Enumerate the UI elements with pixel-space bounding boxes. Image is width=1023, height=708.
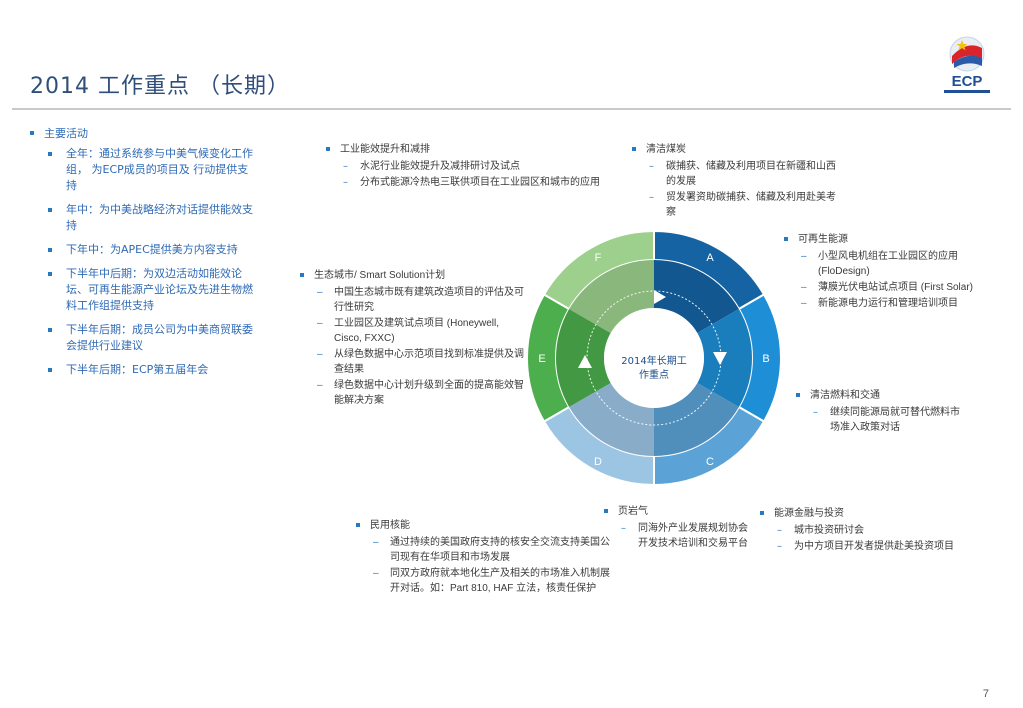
area-item: 为中方项目开发者提供赴美投资项目 [774,539,956,554]
activity-item: 全年：通过系统参与中美气候变化工作组， 为ECP成员的项目及 行动提供支持 [44,146,255,194]
area-item: 同海外产业发展规划协会开发技术培训和交易平台 [618,521,752,551]
area-item: 同双方政府就本地化生产及相关的市场准入机制展开对话。如：Part 810, HA… [370,566,610,596]
wheel-segment-label: F [595,252,602,264]
page-number: 7 [982,688,989,700]
area-item: 中国生态城市既有建筑改造项目的评估及可行性研究 [314,285,528,315]
page-title: 2014 工作重点 （长期） [30,74,290,99]
area-shale-gas: 页岩气 同海外产业发展规划协会开发技术培训和交易平台 [604,504,752,552]
wheel-inner-segment-c [654,383,739,456]
wheel-arrow-top [654,290,666,304]
area-item: 分布式能源冷热电三联供项目在工业园区和城市的应用 [340,175,616,190]
area-renewable-title: 可再生能源 [798,234,848,245]
area-finance-title: 能源金融与投资 [774,508,844,519]
title-divider [12,108,1011,110]
area-item: 从绿色数据中心示范项目找到标准提供及调查结果 [314,347,528,377]
area-nuclear: 民用核能 通过持续的美国政府支持的核安全交流支持美国公司现有在华项目和市场发展 … [356,518,610,597]
area-item: 工业园区及建筑试点项目 (Honeywell, Cisco, FXXC) [314,316,528,346]
ecp-logo: ECP [944,36,990,93]
area-industrial-title: 工业能效提升和减排 [340,144,430,155]
wheel-arrow-right [713,352,727,365]
wheel-segment-label: C [706,456,714,468]
wheel-segment-label: B [762,353,769,365]
wheel-inner-segment-d [569,383,654,456]
area-item: 薄膜光伏电站试点项目 (First Solar) [798,280,994,295]
area-finance: 能源金融与投资 城市投资研讨会 为中方项目开发者提供赴美投资项目 [760,506,956,555]
area-item: 通过持续的美国政府支持的核安全交流支持美国公司现有在华项目和市场发展 [370,535,610,565]
main-activities-list: 主要活动 全年：通过系统参与中美气候变化工作组， 为ECP成员的项目及 行动提供… [30,126,255,386]
activity-item: 下半年中后期：为双边活动如能效论坛、可再生能源产业论坛及先进生物燃料工作组提供支… [44,266,255,314]
area-item: 碳捕获、储藏及利用项目在新疆和山西的发展 [646,159,842,189]
area-item: 小型风电机组在工业园区的应用(FloDesign) [798,249,994,279]
wheel-center-label-line2: 作重点 [639,368,669,381]
area-item: 继续同能源局就可替代燃料市场准入政策对话 [810,405,968,435]
area-industrial: 工业能效提升和减排 水泥行业能效提升及减排研讨及试点 分布式能源冷热电三联供项目… [326,142,616,191]
wheel-inner-segment-f [569,260,654,333]
main-activities-heading: 主要活动 全年：通过系统参与中美气候变化工作组， 为ECP成员的项目及 行动提供… [30,126,255,378]
wheel-inner-segment-a [654,260,739,333]
area-item: 城市投资研讨会 [774,523,956,538]
wheel-segment-label: A [706,252,714,264]
area-shale-gas-title: 页岩气 [618,506,648,517]
wheel-segment-label: D [594,456,602,468]
wheel-segment-label: E [538,353,545,365]
area-clean-fuel: 清洁燃料和交通 继续同能源局就可替代燃料市场准入政策对话 [796,388,968,436]
wheel-inner-segment-b [697,309,752,407]
logo-text: ECP [952,73,983,90]
wheel-inner-segment-e [556,309,611,407]
area-item: 绿色数据中心计划升级到全面的提高能效智能解决方案 [314,378,528,408]
area-item: 贸发署资助碳捕获、储藏及利用赴美考察 [646,190,842,220]
area-nuclear-title: 民用核能 [370,520,410,531]
area-clean-fuel-title: 清洁燃料和交通 [810,390,880,401]
area-renewable: 可再生能源 小型风电机组在工业园区的应用(FloDesign) 薄膜光伏电站试点… [784,232,994,312]
wheel-arrow-left [578,355,592,368]
area-eco-city-title: 生态城市/ Smart Solution计划 [314,270,446,281]
area-item: 水泥行业能效提升及减排研讨及试点 [340,159,616,174]
activity-item: 下年中：为APEC提供美方内容支持 [44,242,255,258]
activity-item: 下半年后期：成员公司为中美商贸联委会提供行业建议 [44,322,255,354]
activity-item: 年中：为中美战略经济对话提供能效支持 [44,202,255,234]
area-eco-city: 生态城市/ Smart Solution计划 中国生态城市既有建筑改造项目的评估… [300,268,528,409]
wheel-center [604,308,704,408]
wheel-center-label-line1: 2014年长期工 [621,354,686,367]
area-clean-coal: 清洁煤炭 碳捕获、储藏及利用项目在新疆和山西的发展 贸发署资助碳捕获、储藏及利用… [632,142,842,221]
area-clean-coal-title: 清洁煤炭 [646,144,686,155]
activity-item: 下半年后期：ECP第五届年会 [44,362,255,378]
priority-wheel: A B C D E F 2014年长期工 作重点 [526,230,782,486]
area-item: 新能源电力运行和管理培训项目 [798,296,994,311]
